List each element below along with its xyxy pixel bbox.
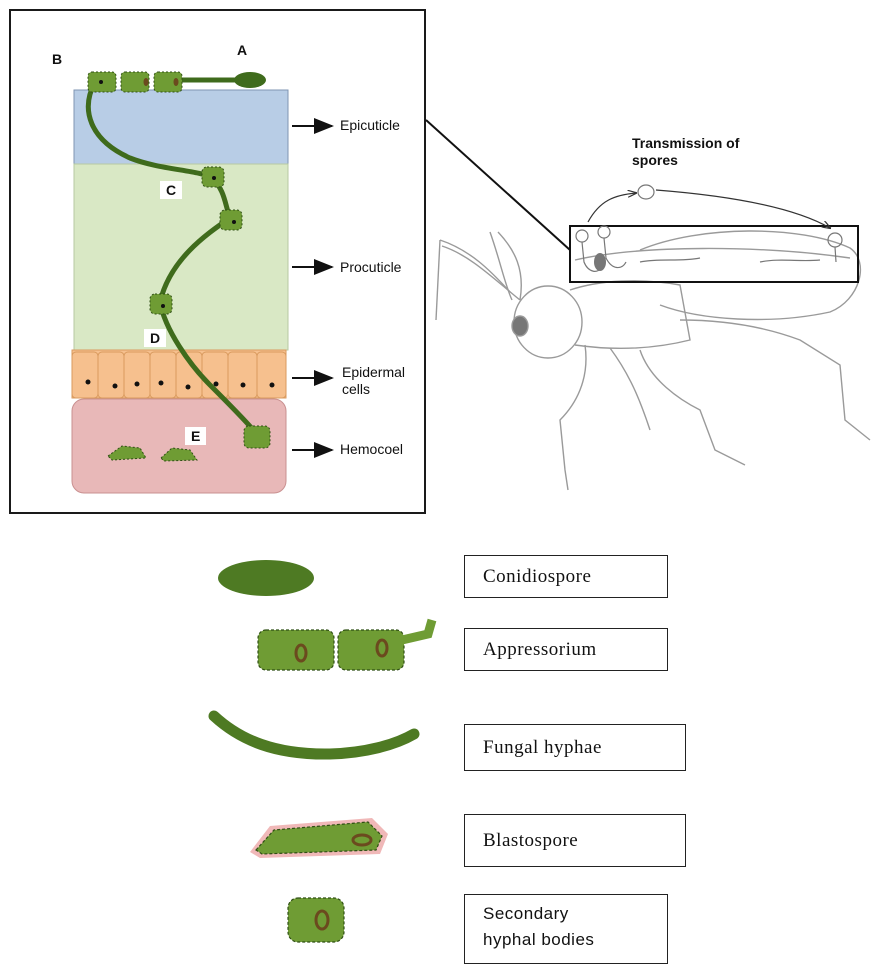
legend-conidiospore-label: Conidiospore bbox=[483, 566, 591, 588]
legend-blastospore: Blastospore bbox=[464, 814, 686, 867]
transmission-spores bbox=[576, 185, 842, 271]
legend-secondary-hyphal-bodies: Secondary hyphal bodies bbox=[464, 894, 668, 964]
epidermal-cells-layer bbox=[72, 350, 286, 398]
epicuticle-layer bbox=[74, 90, 288, 164]
legend-blastospore-icon bbox=[250, 818, 388, 858]
marker-a: A bbox=[237, 42, 247, 58]
conidiospore-a bbox=[234, 72, 266, 88]
legend-secondary-hyphal-body-icon bbox=[288, 898, 344, 942]
legend-blastospore-label: Blastospore bbox=[483, 830, 578, 852]
label-epidermal-line2: cells bbox=[342, 381, 370, 397]
label-epidermal-cells: Epidermal cells bbox=[342, 364, 405, 398]
marker-e: E bbox=[185, 427, 206, 445]
zoom-connector bbox=[426, 120, 570, 250]
transmission-title-line2: spores bbox=[632, 152, 678, 168]
legend-secondary-line1: Secondary bbox=[483, 901, 569, 927]
marker-b: B bbox=[52, 51, 62, 67]
legend-conidiospore-icon bbox=[218, 560, 314, 596]
legend-fungal-hyphae: Fungal hyphae bbox=[464, 724, 686, 771]
legend-appressorium-label: Appressorium bbox=[483, 639, 597, 661]
transmission-title-line1: Transmission of bbox=[632, 135, 739, 151]
legend-secondary-line2: hyphal bodies bbox=[483, 927, 594, 953]
marker-d: D bbox=[144, 329, 166, 347]
label-epicuticle: Epicuticle bbox=[340, 117, 400, 134]
legend-appressorium: Appressorium bbox=[464, 628, 668, 671]
legend-fungal-hyphae-label: Fungal hyphae bbox=[483, 737, 602, 759]
legend-fungal-hyphae-icon bbox=[214, 716, 414, 754]
label-procuticle: Procuticle bbox=[340, 259, 401, 276]
legend-conidiospore: Conidiospore bbox=[464, 555, 668, 598]
legend-appressorium-icon bbox=[258, 620, 432, 670]
label-epidermal-line1: Epidermal bbox=[342, 364, 405, 380]
marker-c: C bbox=[160, 181, 182, 199]
transmission-title: Transmission of spores bbox=[632, 135, 802, 169]
insect-outline bbox=[436, 231, 870, 490]
label-hemocoel: Hemocoel bbox=[340, 441, 403, 458]
